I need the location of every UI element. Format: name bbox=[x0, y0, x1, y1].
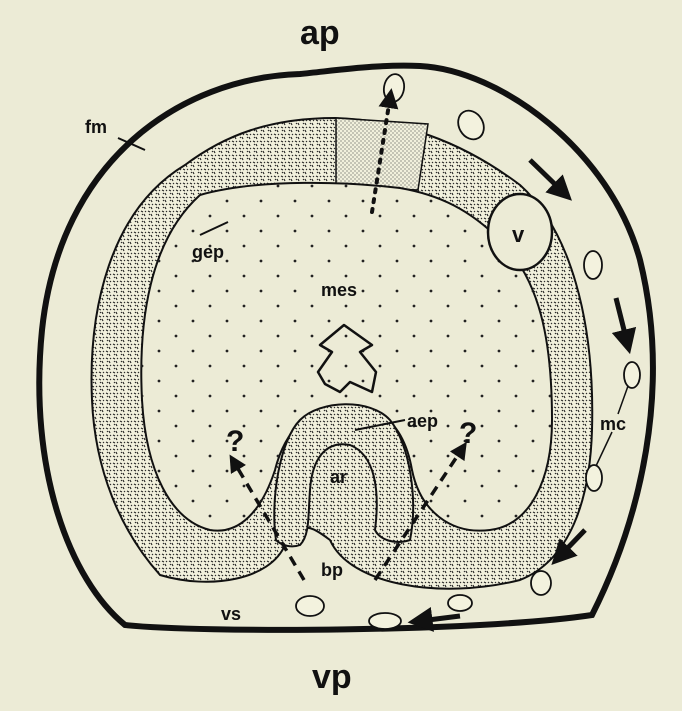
mesenchyme-dots bbox=[141, 182, 553, 531]
label-mes: mes bbox=[321, 280, 357, 300]
mesomere-shape bbox=[316, 323, 378, 394]
dashed-arrow-right bbox=[373, 441, 467, 581]
label-vp: vp bbox=[312, 658, 352, 696]
label-question-left: ? bbox=[226, 425, 244, 458]
fm-leader bbox=[117, 137, 146, 151]
label-question-right: ? bbox=[459, 417, 477, 450]
label-mc: mc bbox=[600, 414, 626, 434]
aep-leader bbox=[354, 419, 406, 431]
migrating-cells bbox=[295, 73, 641, 630]
dotted-arrow-up bbox=[370, 88, 399, 214]
mc-leader-2 bbox=[617, 385, 629, 415]
label-v: v bbox=[512, 222, 525, 247]
label-ap: ap bbox=[300, 14, 340, 52]
mc-leader bbox=[595, 431, 613, 467]
label-vs: vs bbox=[221, 604, 241, 624]
label-gep: gep bbox=[192, 242, 224, 262]
migration-arrows bbox=[407, 158, 637, 632]
label-aep: aep bbox=[407, 411, 438, 431]
label-fm: fm bbox=[85, 117, 107, 137]
label-ar: ar bbox=[330, 467, 347, 487]
archenteron-wall bbox=[273, 403, 415, 548]
label-bp: bp bbox=[321, 560, 343, 580]
vesicle bbox=[486, 192, 554, 272]
fertilization-membrane bbox=[36, 62, 656, 633]
dashed-arrow-left bbox=[229, 454, 306, 581]
gep-leader bbox=[199, 221, 229, 236]
